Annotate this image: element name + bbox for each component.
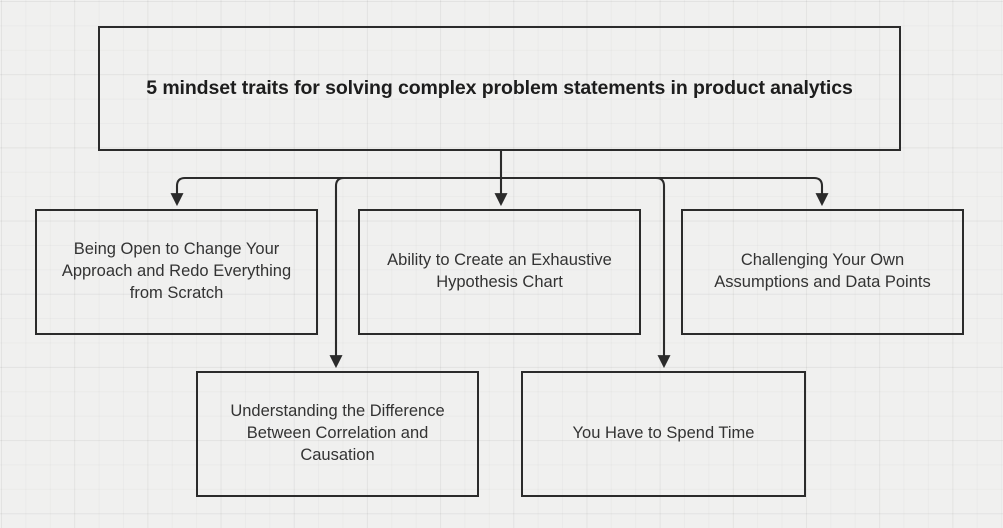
node-root-label: 5 mindset traits for solving complex pro…: [146, 76, 853, 99]
node-being-open-to-change-label: Being Open to Change Your Approach and R…: [61, 240, 292, 302]
node-root-title[interactable]: 5 mindset traits for solving complex pro…: [98, 26, 901, 151]
node-spend-time[interactable]: You Have to Spend Time: [521, 371, 806, 497]
node-hypothesis-chart-label: Ability to Create an Exhaustive Hypothes…: [387, 251, 612, 291]
node-spend-time-label: You Have to Spend Time: [572, 424, 755, 443]
node-challenging-assumptions[interactable]: Challenging Your Own Assumptions and Dat…: [681, 209, 964, 335]
node-hypothesis-chart[interactable]: Ability to Create an Exhaustive Hypothes…: [358, 209, 641, 335]
node-correlation-causation-label: Understanding the Difference Between Cor…: [230, 402, 445, 464]
edge-root-to-change: [170, 176, 501, 207]
node-correlation-causation[interactable]: Understanding the Difference Between Cor…: [196, 371, 479, 497]
edge-root-to-assumptions: [501, 176, 829, 207]
node-challenging-assumptions-label: Challenging Your Own Assumptions and Dat…: [714, 251, 931, 291]
node-being-open-to-change[interactable]: Being Open to Change Your Approach and R…: [35, 209, 318, 335]
